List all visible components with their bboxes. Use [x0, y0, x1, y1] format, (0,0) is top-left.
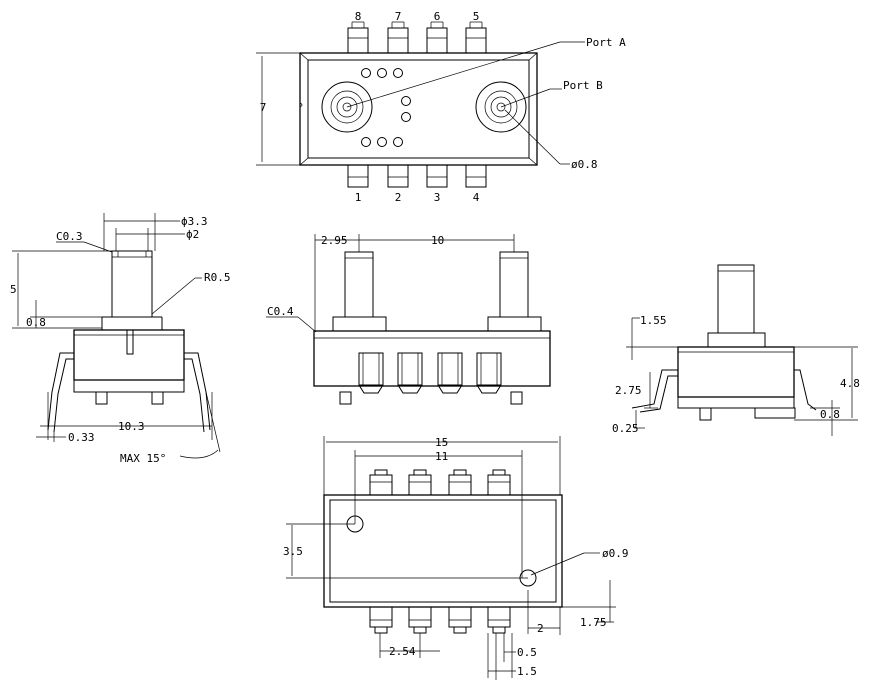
- right-side-view: 1.55 2.75 4.8 0.25 0.8: [612, 264, 860, 436]
- left-port-height: 5: [10, 283, 17, 296]
- bottom-body-length: 15: [435, 436, 448, 449]
- left-side-view: ϕ3.3 ϕ2 C0.3 R0.5 5 0.8 10.3 0.33 MAX 15…: [10, 213, 231, 465]
- bottom-edge-offset-y: 1.75: [580, 616, 607, 629]
- port-a-label: Port A: [586, 36, 626, 49]
- pin-label-8: 8: [355, 10, 362, 23]
- front-port-offset: 2.95: [321, 234, 348, 247]
- pin-label-2: 2: [395, 191, 402, 204]
- bottom-hole-dia: ø0.9: [602, 547, 629, 560]
- right-lead-height: 2.75: [615, 384, 642, 397]
- top-view-vent-holes: [361, 68, 411, 147]
- left-radius: R0.5: [204, 271, 231, 284]
- front-chamfer: C0.4: [267, 305, 294, 318]
- top-view-pins-bottom: [347, 164, 487, 188]
- top-view-pins-top: [347, 21, 487, 54]
- bottom-hole-offset: 3.5: [283, 545, 303, 558]
- left-max-angle: MAX 15°: [120, 452, 166, 465]
- right-body: [677, 346, 795, 398]
- left-lead-offset: 0.33: [68, 431, 95, 444]
- front-body: [313, 330, 551, 387]
- right-foot-height: 0.8: [820, 408, 840, 421]
- left-lead-span: 10.3: [118, 420, 145, 433]
- right-collar-height: 1.55: [640, 314, 667, 327]
- front-lead-housings: [358, 352, 502, 394]
- left-port-dia: ϕ3.3: [181, 215, 208, 228]
- bottom-lead-span: 11: [435, 450, 448, 463]
- bottom-lead-pad: 1.5: [517, 665, 537, 678]
- port-a-circles: [321, 81, 373, 133]
- bottom-body-outline: [323, 494, 563, 608]
- left-port-tube: [111, 250, 153, 318]
- top-hole-dia: ø0.8: [571, 158, 598, 171]
- left-step-height: 0.8: [26, 316, 46, 329]
- top-width-dim: 7: [260, 101, 267, 114]
- right-lead-thickness: 0.25: [612, 422, 639, 435]
- bottom-view: 15 11 3.5 ø0.9 2 1.75 2.54 0.5 1.5: [283, 436, 629, 680]
- front-port-pitch: 10: [431, 234, 444, 247]
- bottom-leads-top: [369, 469, 511, 496]
- pin-label-4: 4: [473, 191, 480, 204]
- front-view: 2.95 10 C0.4: [266, 234, 551, 405]
- pin-label-5: 5: [473, 10, 480, 23]
- pin-label-1: 1: [355, 191, 362, 204]
- top-view: 8 7 6 5 1 2 3 4 7: [256, 10, 626, 204]
- top-view-body-inner: [307, 59, 530, 159]
- pin-label-6: 6: [434, 10, 441, 23]
- bottom-edge-offset-x: 2: [537, 622, 544, 635]
- bottom-pitch: 2.54: [389, 645, 416, 658]
- bottom-body-inner: [329, 499, 557, 603]
- left-inner-dia: ϕ2: [186, 228, 199, 241]
- bottom-leads-bottom: [369, 606, 511, 634]
- bottom-lead-width: 0.5: [517, 646, 537, 659]
- left-chamfer: C0.3: [56, 230, 83, 243]
- pin-label-7: 7: [395, 10, 402, 23]
- right-total-height: 4.8: [840, 377, 860, 390]
- pin-label-3: 3: [434, 191, 441, 204]
- port-b-label: Port B: [563, 79, 603, 92]
- left-body: [73, 329, 185, 381]
- port-b-circles: [475, 81, 527, 133]
- top-view-body-outline: [299, 52, 538, 166]
